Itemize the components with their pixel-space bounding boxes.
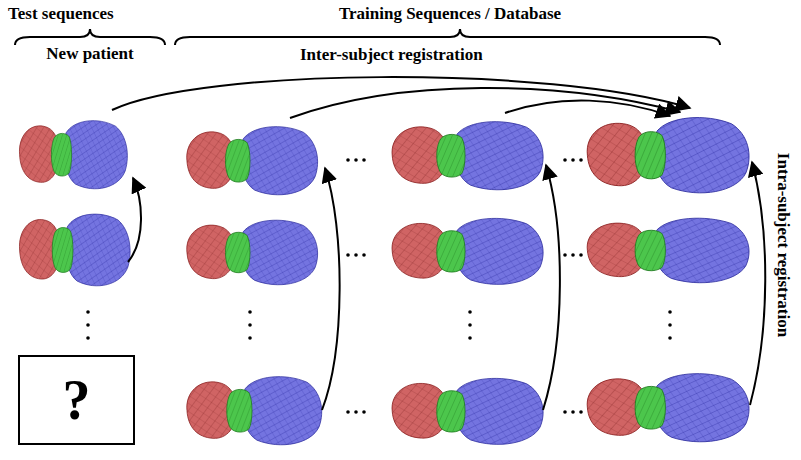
braces [15, 29, 720, 45]
query-mark: ? [63, 372, 91, 428]
column-subheading: New patient [46, 44, 133, 64]
column-heading: Test sequences [8, 4, 114, 24]
column-heading: Training Sequences / Database [339, 4, 561, 24]
arrow-caption: Intra-subject registration [773, 153, 793, 337]
arrow-caption: Inter-subject registration [300, 45, 483, 65]
ellipsis-dots [86, 158, 672, 414]
query-box: ? [18, 355, 135, 445]
registration-arrows [112, 77, 765, 410]
